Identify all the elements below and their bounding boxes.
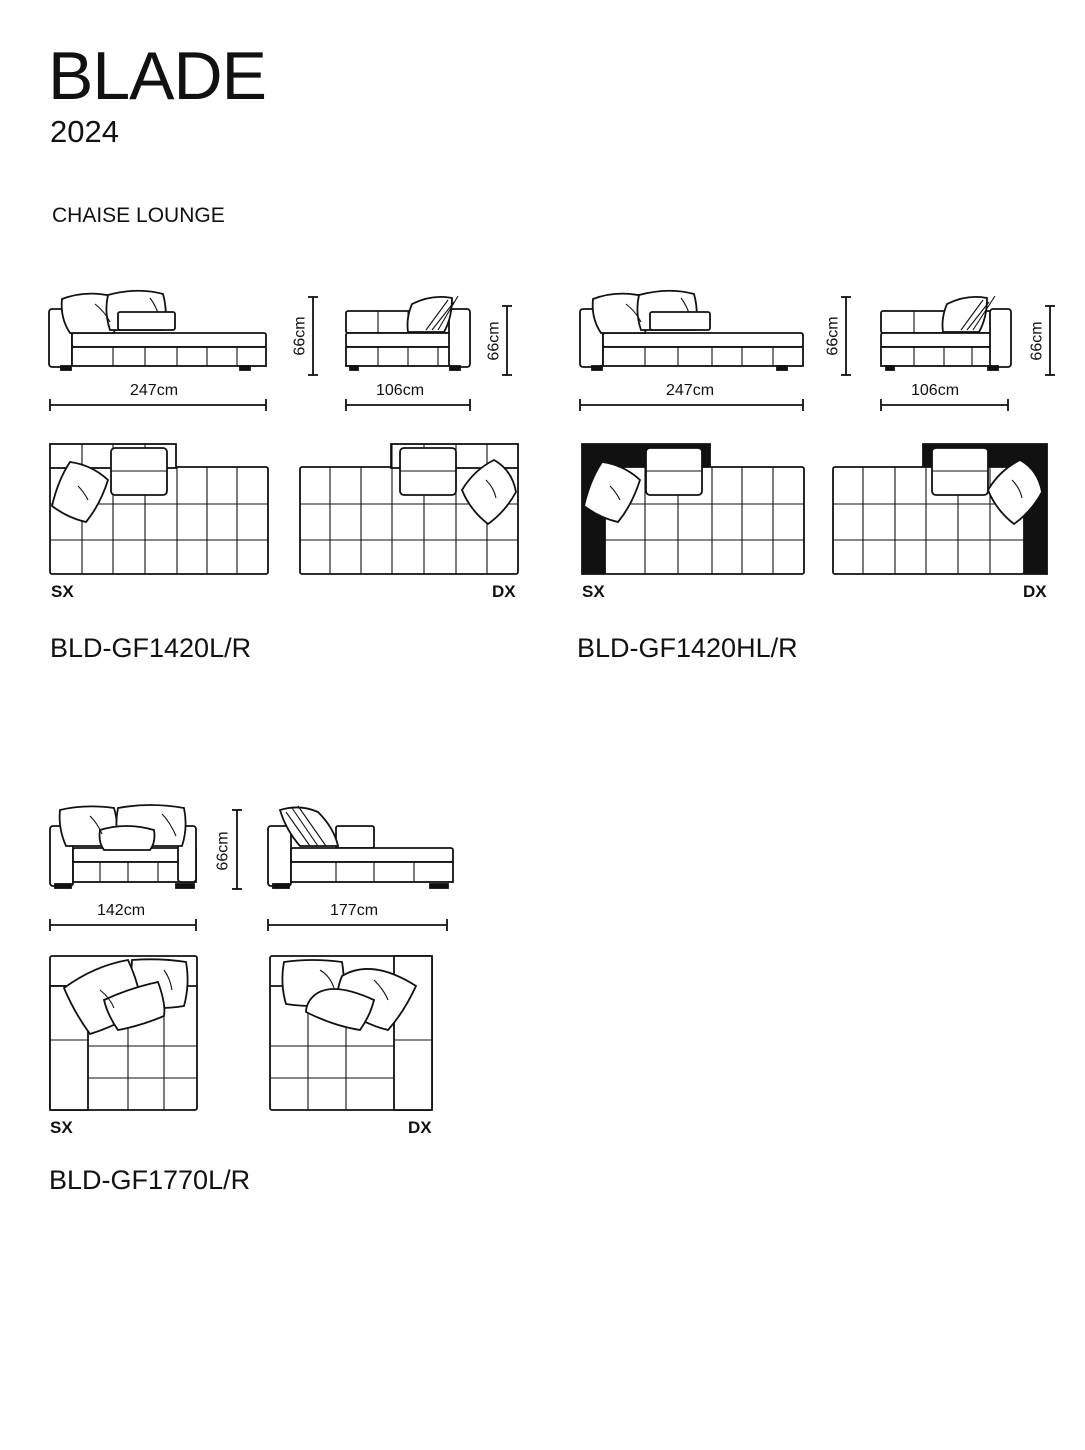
elevation-chaise-3-left — [49, 804, 197, 889]
height-label: 66cm — [291, 316, 309, 356]
plan-view-sx-3 — [49, 955, 198, 1111]
width-label: 177cm — [330, 902, 379, 919]
elevation-short-chaise-1 — [345, 295, 471, 371]
model-code: BLD-GF1420L/R — [50, 633, 252, 663]
collection-year: 2024 — [50, 114, 119, 149]
page-title: BLADE — [48, 38, 267, 114]
plan-view-dx-2 — [832, 443, 1048, 575]
model-code: BLD-GF1770L/R — [49, 1165, 251, 1195]
plan-view-sx-2 — [581, 443, 805, 575]
elevation-chaise-3-right — [267, 805, 454, 889]
width-label: 106cm — [376, 382, 425, 399]
height-label: 66cm — [485, 321, 503, 361]
width-label: 247cm — [130, 382, 179, 399]
side-label-left: SX — [51, 582, 74, 601]
elevation-long-chaise-2 — [579, 289, 804, 371]
width-label: 142cm — [97, 902, 146, 919]
height-label: 66cm — [824, 316, 842, 356]
model-code: BLD-GF1420HL/R — [577, 633, 798, 663]
plan-view-sx-1 — [49, 443, 269, 575]
side-label-left: SX — [582, 582, 605, 601]
width-label: 247cm — [666, 382, 715, 399]
plan-view-dx-1 — [299, 443, 519, 575]
elevation-long-chaise-1 — [48, 289, 267, 371]
side-label-right: DX — [492, 582, 516, 601]
section-heading: CHAISE LOUNGE — [52, 204, 225, 227]
side-label-right: DX — [1023, 582, 1047, 601]
side-label-right: DX — [408, 1118, 432, 1137]
side-label-left: SX — [50, 1118, 73, 1137]
height-label: 66cm — [214, 831, 232, 871]
elevation-short-chaise-2 — [880, 295, 1012, 371]
plan-view-dx-3 — [269, 955, 433, 1111]
width-label: 106cm — [911, 382, 960, 399]
height-label: 66cm — [1028, 321, 1046, 361]
